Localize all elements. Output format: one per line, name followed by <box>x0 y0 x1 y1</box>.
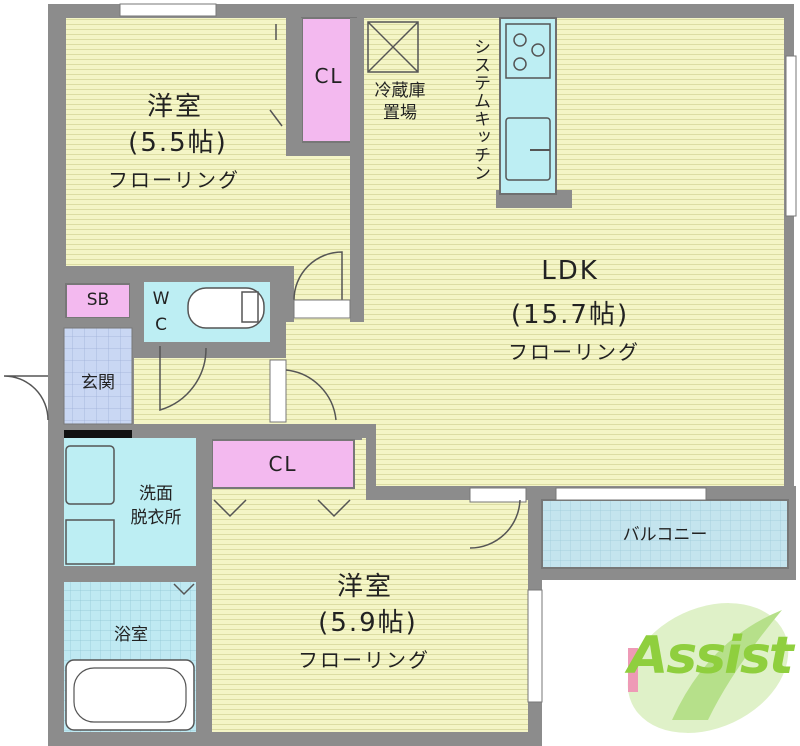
washroom-label: 洗面 脱衣所 <box>130 484 182 528</box>
entrance-floor <box>63 327 133 425</box>
ldk-floor-top <box>362 18 784 486</box>
closet-2-label: CL <box>268 452 298 476</box>
western-room-2-floor-label: フローリング <box>298 648 430 672</box>
ldk-size: (15.7帖) <box>510 300 630 330</box>
ldk-name: LDK <box>541 256 599 286</box>
balcony-label: バルコニー <box>622 525 708 545</box>
western-room-2-size: (5.9帖) <box>318 608 418 638</box>
fridge-space <box>367 21 419 73</box>
doors <box>0 24 527 596</box>
wet-areas <box>63 282 270 732</box>
balcony <box>541 499 789 569</box>
windows <box>119 3 797 703</box>
kitchen-label: システムキッチン <box>470 38 490 182</box>
assist-logo: Assist <box>628 626 794 686</box>
closet-2 <box>211 439 355 489</box>
assist-logo-mark <box>627 603 789 733</box>
western-room-1-size: (5.5帖) <box>128 128 228 158</box>
wc-label: WC <box>152 289 170 335</box>
western-room-1-floor-label: フローリング <box>108 168 240 192</box>
western-room-1-name: 洋室 <box>146 92 203 122</box>
kitchen <box>367 17 557 195</box>
western-room-1-floor <box>66 18 286 266</box>
shoe-box <box>65 283 131 319</box>
fridge-space-label: 冷蔵庫 置場 <box>374 81 426 123</box>
closet-1-label: CL <box>314 64 344 88</box>
shoe-box-label: SB <box>86 290 110 310</box>
hall-floor <box>286 156 362 266</box>
entrance-label: 玄関 <box>81 373 115 393</box>
bathroom-label: 浴室 <box>114 625 148 645</box>
ldk-floor-label: フローリング <box>508 340 640 364</box>
western-room-2-name: 洋室 <box>336 572 393 602</box>
